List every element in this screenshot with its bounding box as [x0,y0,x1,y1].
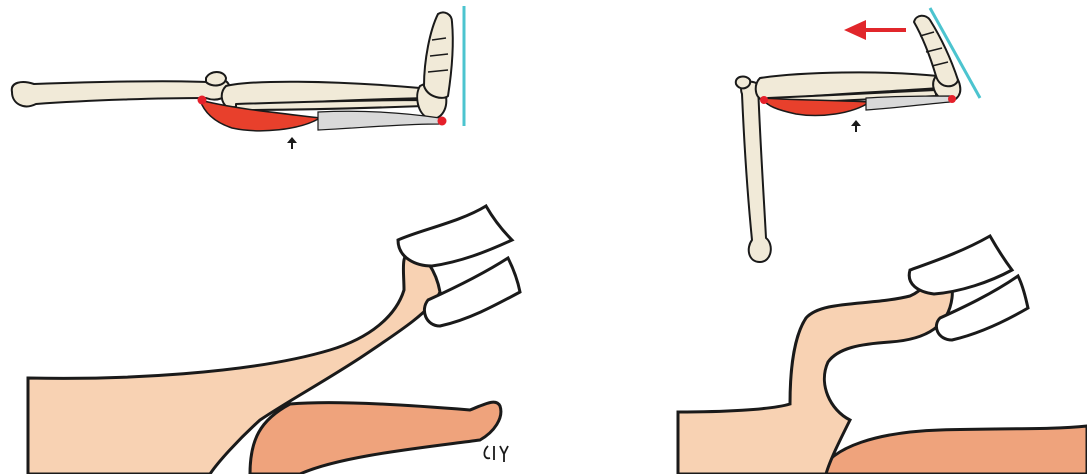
panel-knee-extended [12,6,520,474]
helper-hand-top-flexed [909,236,1012,294]
insertion-attachment-point [438,117,447,126]
resting-leg-skin [250,402,501,474]
leg-skeleton-flexed [736,16,961,262]
direction-arrow-icon [844,20,906,40]
muscle-arrow-icon [287,137,297,149]
achilles-tendon-flexed [866,96,950,110]
patella-bone-flexed [736,77,750,89]
patella-bone [206,72,226,85]
helper-hand-top [398,206,512,266]
muscle-arrow-icon-flexed [851,120,861,132]
resting-leg-skin-flexed [820,426,1087,474]
artist-signature [484,446,508,462]
gastrocnemius-muscle-slack [762,98,870,116]
origin-attachment-point-flexed [760,96,768,104]
panel-knee-flexed [678,8,1087,474]
insertion-attachment-point-flexed [948,95,956,103]
leg-skeleton-extended [12,12,453,118]
femur-bone-flexed [741,82,771,262]
femur-bone [12,79,230,107]
origin-attachment-point [198,96,207,105]
